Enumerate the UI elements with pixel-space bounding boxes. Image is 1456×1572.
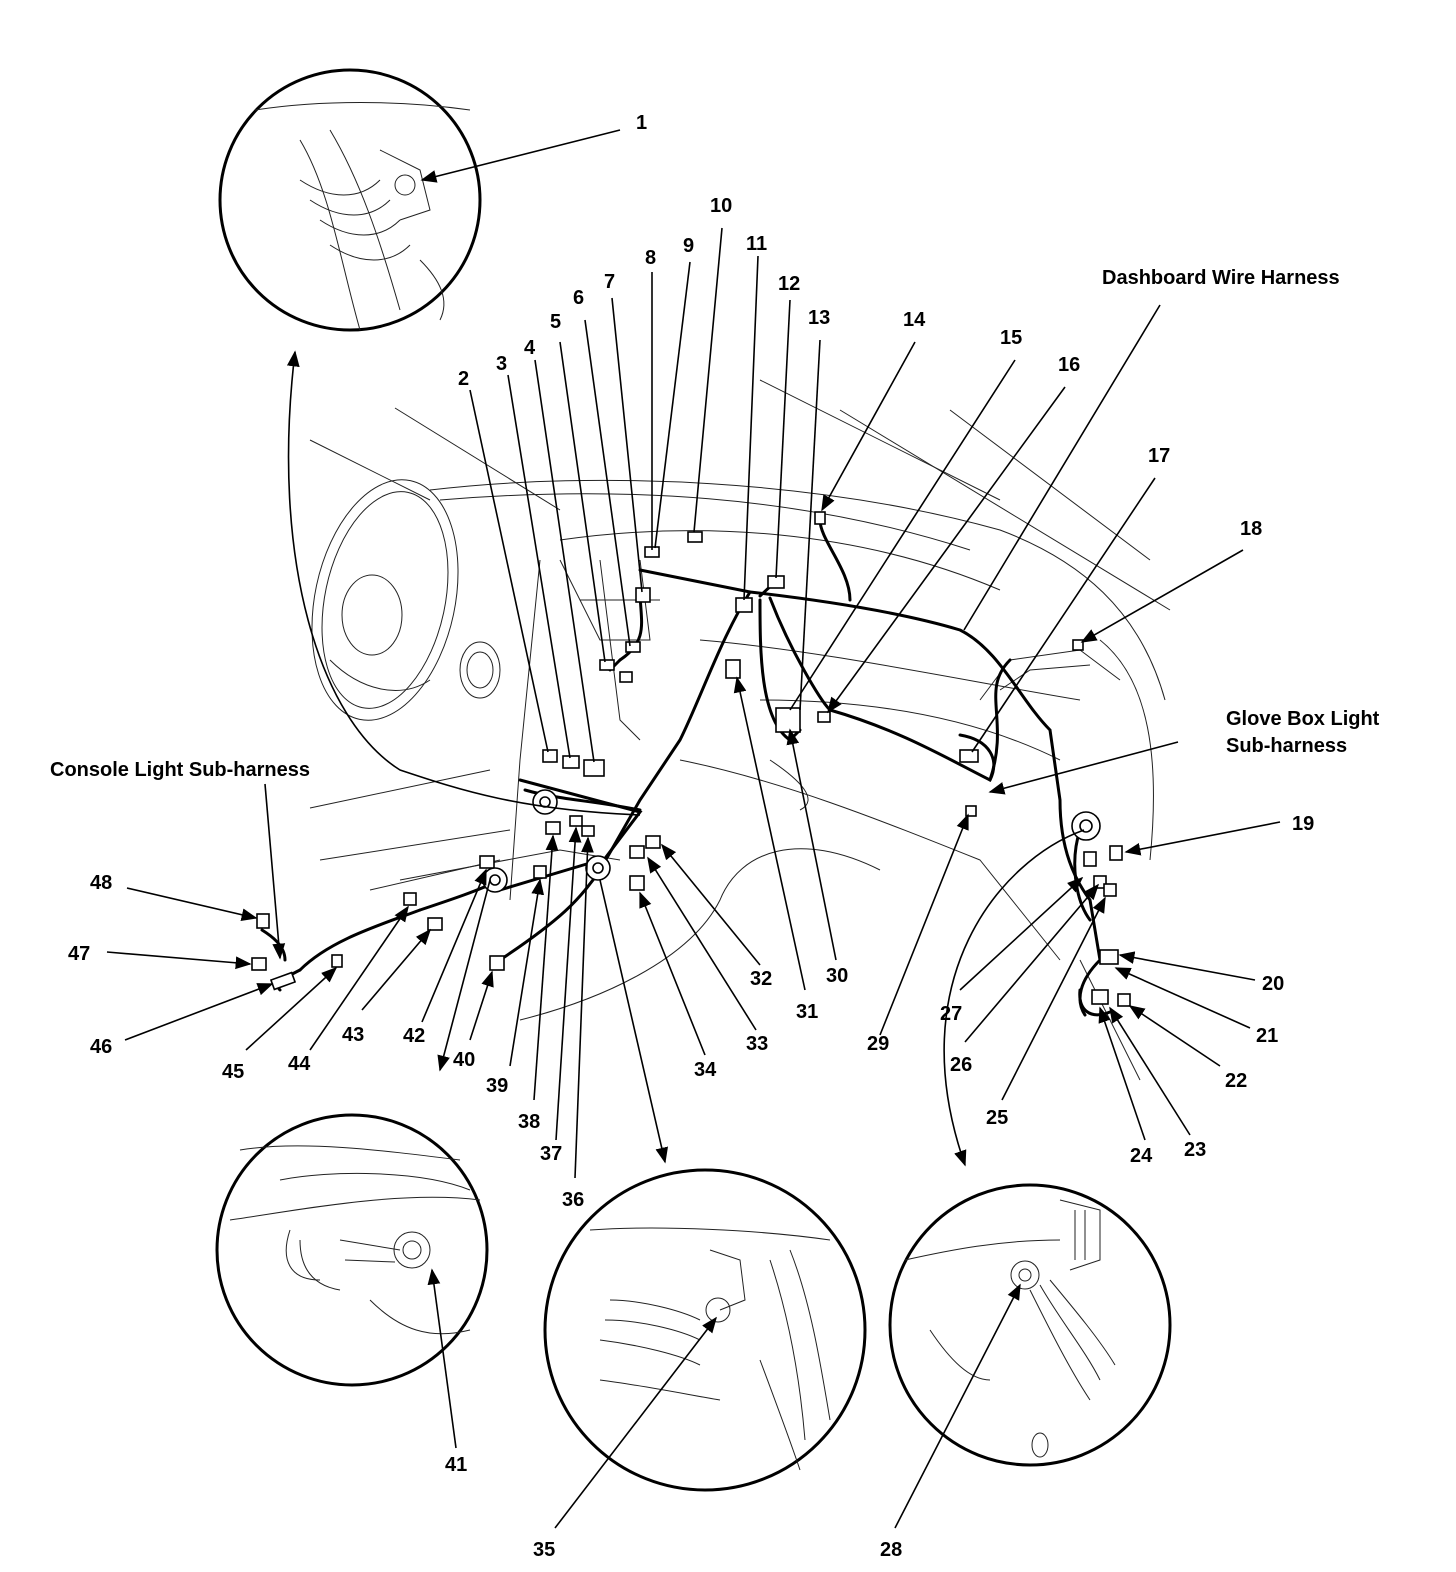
callout-38: 38: [518, 1111, 540, 1133]
callout-37: 37: [540, 1143, 562, 1165]
callout-13: 13: [808, 307, 830, 329]
callout-33: 33: [746, 1033, 768, 1055]
callout-28: 28: [880, 1539, 902, 1561]
detail-circle-ground-35: [543, 1168, 867, 1492]
callout-21: 21: [1256, 1025, 1278, 1047]
callout-48: 48: [90, 872, 112, 894]
callout-18: 18: [1240, 518, 1262, 540]
callout-4: 4: [524, 337, 536, 359]
callout-16: 16: [1058, 354, 1080, 376]
callout-23: 23: [1184, 1139, 1206, 1161]
callout-46: 46: [90, 1036, 112, 1058]
callout-20: 20: [1262, 973, 1284, 995]
callout-34: 34: [694, 1059, 717, 1081]
callout-44: 44: [288, 1053, 311, 1075]
callout-39: 39: [486, 1075, 508, 1097]
glove-box-label-line1: Glove Box Light: [1226, 708, 1380, 730]
callout-27: 27: [940, 1003, 962, 1025]
callout-numbers: 1 2 3 4 5 6 7 8 9 10 11 12 13 14 15 16 1…: [68, 112, 1314, 1561]
detail-circle-ground-41: [215, 1113, 489, 1387]
callout-15: 15: [1000, 327, 1022, 349]
callout-30: 30: [826, 965, 848, 987]
callout-22: 22: [1225, 1070, 1247, 1092]
callout-32: 32: [750, 968, 772, 990]
callout-29: 29: [867, 1033, 889, 1055]
callout-40: 40: [453, 1049, 475, 1071]
callout-7: 7: [604, 271, 615, 293]
callout-26: 26: [950, 1054, 972, 1076]
dashboard-outline: [309, 379, 1171, 1081]
callout-5: 5: [550, 311, 561, 333]
callout-9: 9: [683, 235, 694, 257]
callout-17: 17: [1148, 445, 1170, 467]
callout-36: 36: [562, 1189, 584, 1211]
connectors: [251, 511, 1131, 1007]
callout-10: 10: [710, 195, 732, 217]
detail-circle-ground-1: [218, 68, 482, 332]
detail-arrows: [286, 350, 1085, 1167]
callout-31: 31: [796, 1001, 818, 1023]
callout-11: 11: [746, 233, 767, 255]
dashboard-harness-label: Dashboard Wire Harness: [1102, 267, 1340, 289]
callout-1: 1: [636, 112, 647, 134]
callout-14: 14: [903, 309, 926, 331]
leader-lines: [106, 129, 1281, 1529]
callout-3: 3: [496, 353, 507, 375]
callout-25: 25: [986, 1107, 1008, 1129]
callout-24: 24: [1130, 1145, 1153, 1167]
callout-8: 8: [645, 247, 656, 269]
callout-12: 12: [778, 273, 800, 295]
callout-47: 47: [68, 943, 90, 965]
callout-6: 6: [573, 287, 584, 309]
callout-19: 19: [1292, 813, 1314, 835]
dashboard-wire-harness: [260, 518, 1112, 1017]
callout-45: 45: [222, 1061, 244, 1083]
callout-43: 43: [342, 1024, 364, 1046]
console-light-label: Console Light Sub-harness: [50, 759, 310, 781]
callout-35: 35: [533, 1539, 555, 1561]
callout-42: 42: [403, 1025, 425, 1047]
glove-box-label-line2: Sub-harness: [1226, 735, 1347, 757]
callout-41: 41: [445, 1454, 467, 1476]
detail-circle-ground-28: [888, 1183, 1172, 1467]
callout-2: 2: [458, 368, 469, 390]
